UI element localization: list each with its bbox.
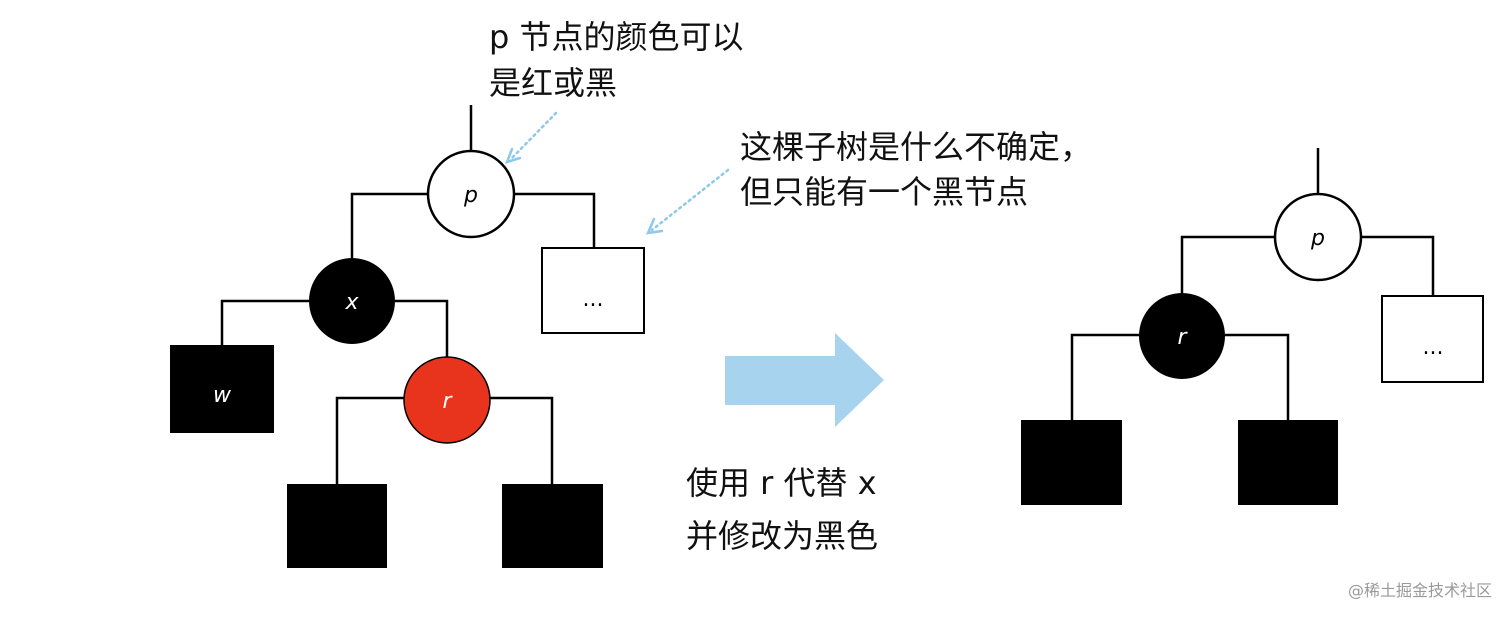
left-tree: p x w r ...	[170, 105, 645, 568]
left-r-right-leaf	[502, 484, 603, 568]
right-subtree-box: ...	[1381, 295, 1484, 383]
left-subtree-box: ...	[541, 247, 645, 334]
left-node-x-label: x	[344, 290, 359, 315]
left-node-x: x	[309, 258, 395, 344]
left-r-left-leaf	[287, 484, 387, 568]
right-node-r: r	[1139, 293, 1225, 379]
right-node-p-label: p	[1310, 226, 1325, 251]
left-node-w-label: w	[213, 383, 232, 408]
p-note-pointer	[508, 111, 558, 162]
left-node-r-label: r	[442, 389, 453, 414]
left-subtree-label: ...	[583, 287, 604, 312]
right-r-left-leaf	[1021, 420, 1122, 505]
edge-r-left-leaf	[335, 396, 404, 484]
p-color-note: p 节点的颜色可以 是红或黑	[489, 18, 744, 164]
left-node-p: p	[426, 149, 516, 239]
action-note-line1: 使用 r 代替 x	[686, 464, 877, 502]
left-tree-edges	[220, 105, 596, 484]
action-note-line2: 并修改为黑色	[686, 517, 878, 555]
right-tree-edges	[1070, 148, 1435, 420]
edge-right-r-right-leaf	[1225, 333, 1290, 420]
edge-x-w	[220, 299, 309, 345]
edge-right-r-left-leaf	[1070, 333, 1139, 420]
subtree-note-line2: 但只能有一个黑节点	[740, 173, 1028, 211]
edge-r-right-leaf	[490, 396, 554, 484]
edge-right-p-r	[1180, 235, 1275, 293]
p-note-line2: 是红或黑	[489, 64, 617, 102]
subtree-note: 这棵子树是什么不确定， 但只能有一个黑节点	[645, 128, 1092, 235]
p-note-pointer-head	[504, 147, 522, 164]
subtree-note-pointer	[650, 168, 730, 232]
left-node-r: r	[403, 356, 491, 444]
right-tree: p r ...	[1021, 148, 1484, 505]
left-node-w: w	[170, 345, 274, 433]
edge-x-r	[395, 299, 449, 357]
right-node-r-label: r	[1177, 325, 1188, 350]
subtree-note-line1: 这棵子树是什么不确定，	[740, 128, 1092, 166]
action-note: 使用 r 代替 x 并修改为黑色	[686, 464, 878, 555]
watermark: @稀土掘金技术社区	[1348, 581, 1492, 600]
right-subtree-label: ...	[1423, 335, 1444, 360]
subtree-note-pointer-head	[645, 217, 664, 235]
edge-right-p-subtree	[1361, 235, 1435, 296]
left-node-p-label: p	[463, 183, 478, 208]
edge-p-x	[350, 192, 429, 258]
right-node-p: p	[1273, 192, 1363, 282]
right-r-right-leaf	[1238, 420, 1338, 505]
transform-arrow	[725, 333, 884, 427]
p-note-line1: p 节点的颜色可以	[489, 18, 744, 56]
edge-p-subtree	[514, 192, 596, 248]
